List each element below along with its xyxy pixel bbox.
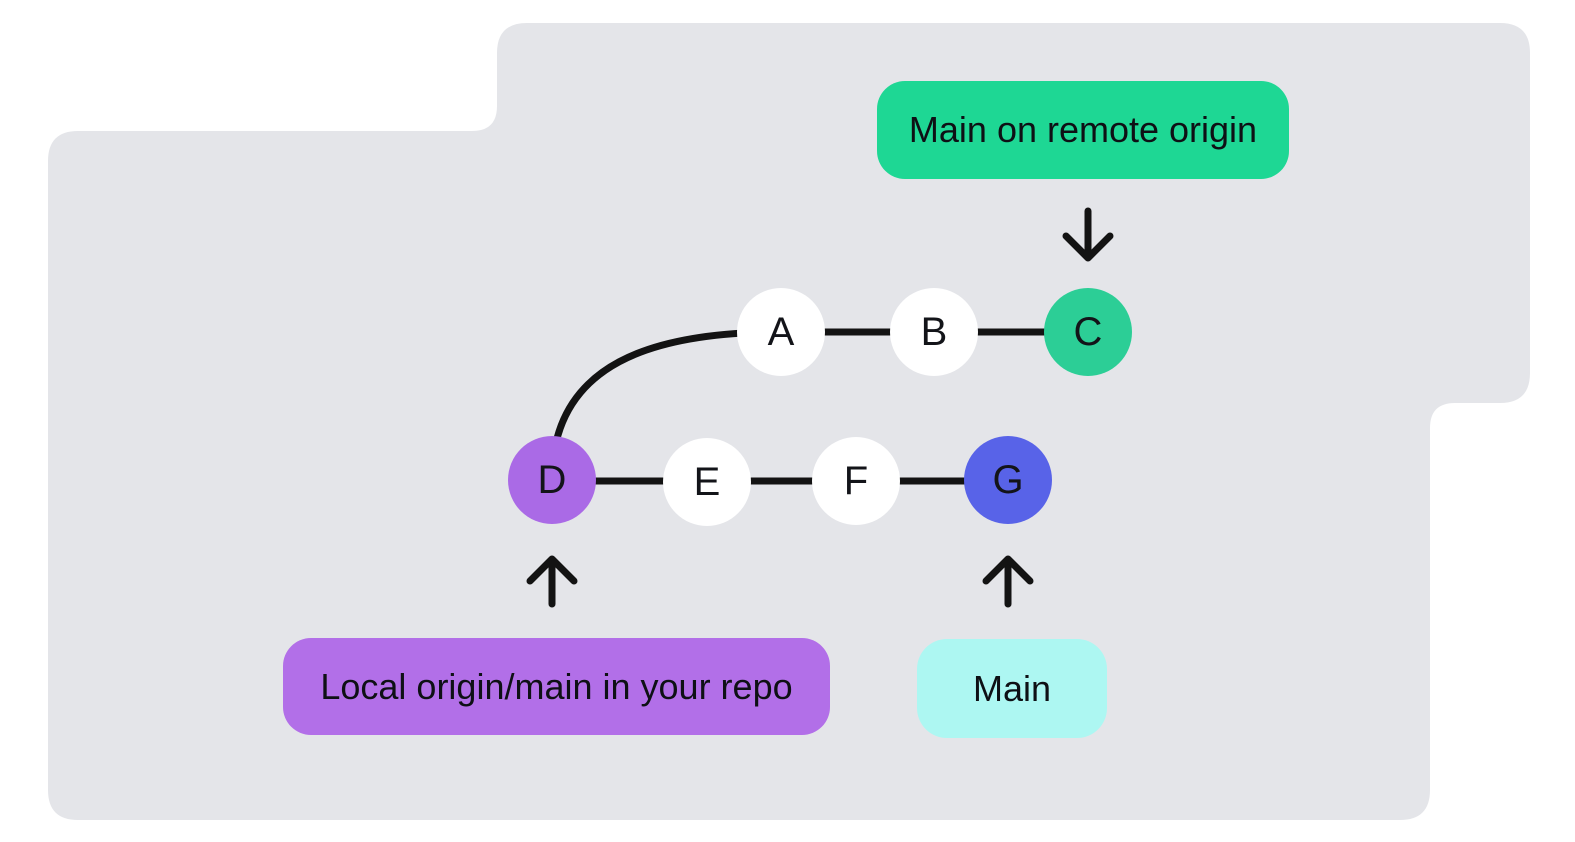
arrow-up-icon <box>982 555 1034 608</box>
commit-node-f: F <box>812 437 900 525</box>
main-branch-label-text: Main <box>972 667 1052 709</box>
remote-origin-label-text: Main on remote origin <box>908 109 1258 150</box>
commit-node-b: B <box>890 288 978 376</box>
commit-node-c: C <box>1044 288 1132 376</box>
local-origin-label: Local origin/main in your repo <box>283 638 830 735</box>
commit-node-g: G <box>964 436 1052 524</box>
arrow-down-icon <box>1062 207 1114 262</box>
commit-node-e: E <box>663 438 751 526</box>
remote-origin-label: Main on remote origin <box>877 81 1289 179</box>
canvas-background-shape <box>48 23 1530 820</box>
local-origin-label-text: Local origin/main in your repo <box>320 665 793 707</box>
commit-node-a: A <box>737 288 825 376</box>
main-branch-label: Main <box>917 639 1107 738</box>
arrow-up-icon <box>526 555 578 608</box>
commit-node-d: D <box>508 436 596 524</box>
